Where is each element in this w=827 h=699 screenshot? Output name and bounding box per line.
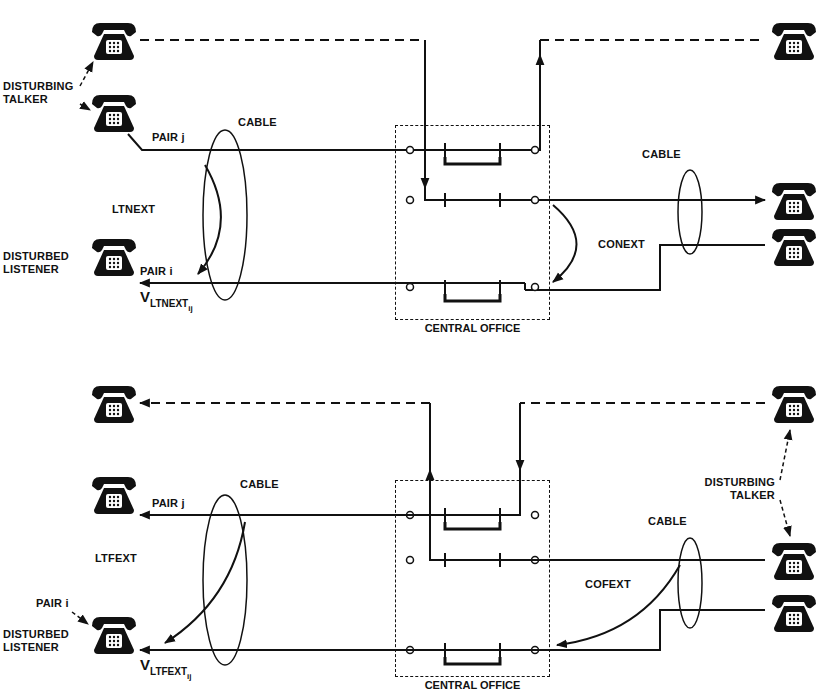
callout-label: DISTURBED LISTENER <box>3 628 83 654</box>
switch-contact <box>407 193 539 207</box>
leader-arrow <box>80 104 90 110</box>
leader-arrow <box>72 612 88 624</box>
node-heading: CENTRAL OFFICE <box>425 679 521 692</box>
telephone <box>92 23 136 60</box>
node-heading: CENTRAL OFFICE <box>425 322 521 335</box>
callout-label: PAIR i <box>36 597 69 610</box>
callout-label: PAIR j <box>152 497 185 510</box>
callout-label: CABLE <box>240 478 279 491</box>
telephone <box>92 617 136 654</box>
wire <box>140 39 425 41</box>
callout-label: LTFEXT <box>95 552 137 565</box>
telephone <box>92 386 136 423</box>
telephone <box>92 477 136 514</box>
voltage-name: V <box>140 289 150 304</box>
voltage-symbol: VLTFEXTij <box>140 656 192 674</box>
switch-contact <box>445 522 500 529</box>
telephone <box>92 23 816 654</box>
leader-arrow <box>72 62 790 624</box>
telephone <box>772 595 816 632</box>
cable <box>203 130 702 665</box>
crosstalk-path <box>198 165 221 274</box>
wire <box>424 40 426 188</box>
wire <box>425 186 765 200</box>
voltage-name: V <box>140 657 150 672</box>
wire <box>520 402 765 404</box>
switch-contact <box>407 143 539 157</box>
telephone <box>92 239 136 276</box>
wire <box>524 283 526 290</box>
leader-arrow <box>780 430 790 480</box>
wire <box>539 40 541 58</box>
switch-contact <box>445 657 500 664</box>
cable <box>203 130 247 300</box>
cable <box>678 538 702 628</box>
crosstalk-path <box>553 205 577 282</box>
callout-label: COFEXT <box>585 578 631 591</box>
callout-label: PAIR j <box>152 131 185 144</box>
voltage-subscript: ij <box>188 305 192 313</box>
wire <box>429 403 431 472</box>
callout-label: CABLE <box>648 515 687 528</box>
crosstalk-path <box>165 165 680 645</box>
crosstalk-path <box>165 522 245 643</box>
telephone <box>772 386 816 423</box>
wire <box>140 282 525 284</box>
wire <box>550 245 765 290</box>
cable <box>678 170 702 254</box>
wire <box>540 39 765 41</box>
callout-label: CONEXT <box>598 238 645 251</box>
callout-label: DISTURBED LISTENER <box>3 250 83 276</box>
wire <box>140 649 525 651</box>
switch-contact <box>445 157 500 164</box>
telephone <box>772 183 816 220</box>
switch-contact <box>407 280 539 294</box>
wire <box>128 40 765 290</box>
wire <box>140 468 520 515</box>
telephone <box>772 543 816 580</box>
wire <box>140 403 765 650</box>
leader-arrow <box>80 62 93 86</box>
telephone <box>772 23 816 60</box>
voltage-subscript: LTFEXT <box>150 667 187 677</box>
voltage-subscript: ij <box>187 673 191 681</box>
callout-label: DISTURBING TALKER <box>685 476 775 502</box>
central-office-box: CENTRAL OFFICE <box>395 480 550 677</box>
voltage-subscript: LTNEXT <box>150 299 188 309</box>
callout-label: CABLE <box>642 148 681 161</box>
telephone <box>92 95 136 132</box>
wire <box>525 610 765 650</box>
switch-contact <box>445 294 500 301</box>
telephone <box>772 229 816 266</box>
callout-label: PAIR i <box>140 265 173 278</box>
central-office-box: CENTRAL OFFICE <box>395 125 550 320</box>
leader-arrow <box>780 500 790 536</box>
callout-label: DISTURBING TALKER <box>3 80 83 106</box>
callout-label: LTNEXT <box>112 203 155 216</box>
wire <box>128 55 540 150</box>
wire <box>140 402 430 404</box>
crosstalk-path <box>557 565 680 645</box>
voltage-symbol: VLTNEXTij <box>140 288 193 306</box>
callout-label: CABLE <box>238 116 277 129</box>
wire <box>519 403 521 470</box>
